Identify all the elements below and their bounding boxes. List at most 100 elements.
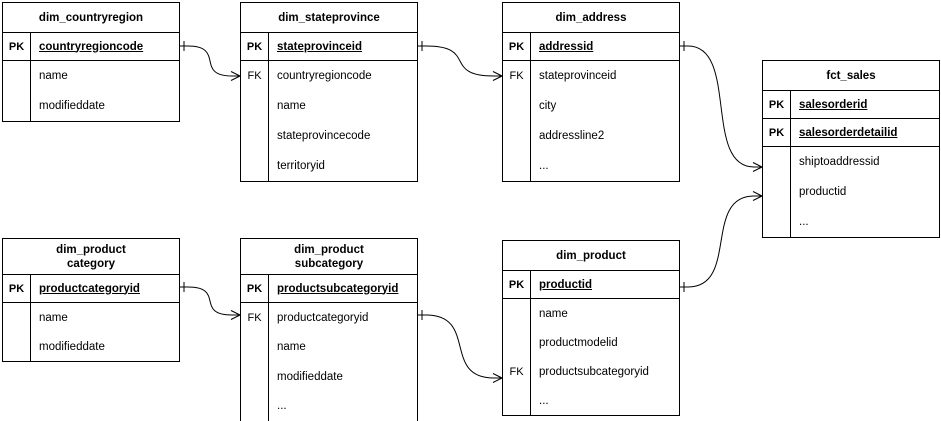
cardinality-many-prong [752, 166, 763, 172]
attribute-key-badge: FK [509, 365, 524, 378]
entity-title-line: dim_countryregion [38, 11, 144, 24]
attribute-key-column: FK [241, 303, 269, 421]
attribute-name: shiptoaddressid [799, 156, 880, 168]
relationship-line [187, 45, 233, 77]
field-name: countryregioncode [39, 40, 144, 53]
attribute-key-badge [763, 207, 790, 237]
attribute-key-badge [503, 299, 530, 328]
cardinality-many-prong [752, 195, 763, 201]
attribute-key-column: FK [503, 61, 531, 181]
attribute-name: productmodelid [539, 336, 618, 349]
attribute-name: name [277, 341, 306, 354]
entity-title-line: dim_address [555, 11, 627, 24]
attribute-name: productid [799, 186, 847, 198]
field-name: salesorderdetailid [799, 126, 898, 139]
cardinality-many-prong [752, 191, 763, 197]
key-badge: PK [763, 119, 791, 146]
cardinality-many-prong [230, 75, 241, 81]
attribute-name: stateprovincecode [277, 130, 371, 142]
relationship-rel-address-fctsales[interactable] [680, 41, 763, 172]
key-badge: PK [503, 271, 531, 298]
attribute-key-badge [3, 332, 30, 361]
field-name: stateprovinceid [277, 40, 362, 53]
attribute-name: ... [539, 160, 549, 172]
relationship-rel-productsubcategory-product[interactable] [418, 310, 503, 383]
key-row[interactable]: PK productid [503, 271, 679, 299]
attribute-key-column [763, 147, 791, 237]
field-name: addressid [539, 40, 594, 53]
attribute-key-badge [763, 177, 790, 207]
attribute-name: addressline2 [539, 130, 605, 142]
attribute-key-badge [503, 328, 530, 357]
attribute-key-badge [241, 91, 268, 121]
attribute-name: productsubcategoryid [539, 365, 649, 378]
attribute-name: territoryid [277, 160, 325, 172]
attribute-key-badge [3, 303, 30, 332]
key-badge: PK [241, 33, 269, 60]
relationship-line [425, 314, 495, 379]
attribute-name: stateprovinceid [539, 70, 617, 82]
attribute-name: name [39, 311, 68, 324]
key-badge: PK [241, 275, 269, 302]
attribute-key-badge [763, 147, 790, 177]
relationship-line [687, 195, 755, 288]
entity-title: dim_countryregion [3, 3, 179, 33]
cardinality-many-prong [230, 310, 241, 316]
relationship-rel-countryregion-stateprovince[interactable] [180, 41, 241, 81]
relationship-rel-product-fctsales[interactable] [680, 191, 763, 293]
attribute-key-badge [503, 121, 530, 151]
attribute-block: shiptoaddressid productid... [763, 147, 939, 237]
entity-title-line: dim_product [56, 243, 126, 256]
relationship-rel-productcategory-productsubcategory[interactable] [180, 282, 241, 320]
cardinality-many-prong [230, 314, 241, 320]
attribute-key-badge [3, 61, 30, 91]
attribute-name: productcategoryid [277, 311, 369, 324]
relationship-line [187, 286, 233, 316]
key-row[interactable]: PK salesorderdetailid [763, 119, 939, 147]
field-name: productcategoryid [39, 282, 140, 295]
attribute-key-badge [3, 91, 30, 121]
attribute-key-badge [241, 333, 268, 363]
attribute-name: ... [539, 394, 549, 407]
entity-title-line: dim_product [294, 243, 364, 256]
attribute-key-badge [241, 121, 268, 151]
cardinality-many-prong [492, 75, 503, 81]
entity-title-line: subcategory [294, 257, 364, 270]
attribute-name: ... [799, 216, 809, 228]
relationship-rel-stateprovince-address[interactable] [418, 41, 503, 81]
key-row[interactable]: PK stateprovinceid [241, 33, 417, 61]
field-name: productid [539, 278, 593, 291]
attribute-name: ... [277, 400, 287, 413]
attribute-key-column [3, 61, 31, 121]
cardinality-many-prong [752, 162, 763, 168]
attribute-name: city [539, 100, 557, 112]
entity-title-line: dim_product [556, 249, 626, 262]
attribute-key-column [3, 303, 31, 361]
entity-title: dim_address [503, 3, 679, 33]
relationship-line [687, 45, 755, 168]
attribute-block: FK stateprovinceid city addressline2... [503, 61, 679, 181]
key-badge: PK [763, 91, 791, 118]
